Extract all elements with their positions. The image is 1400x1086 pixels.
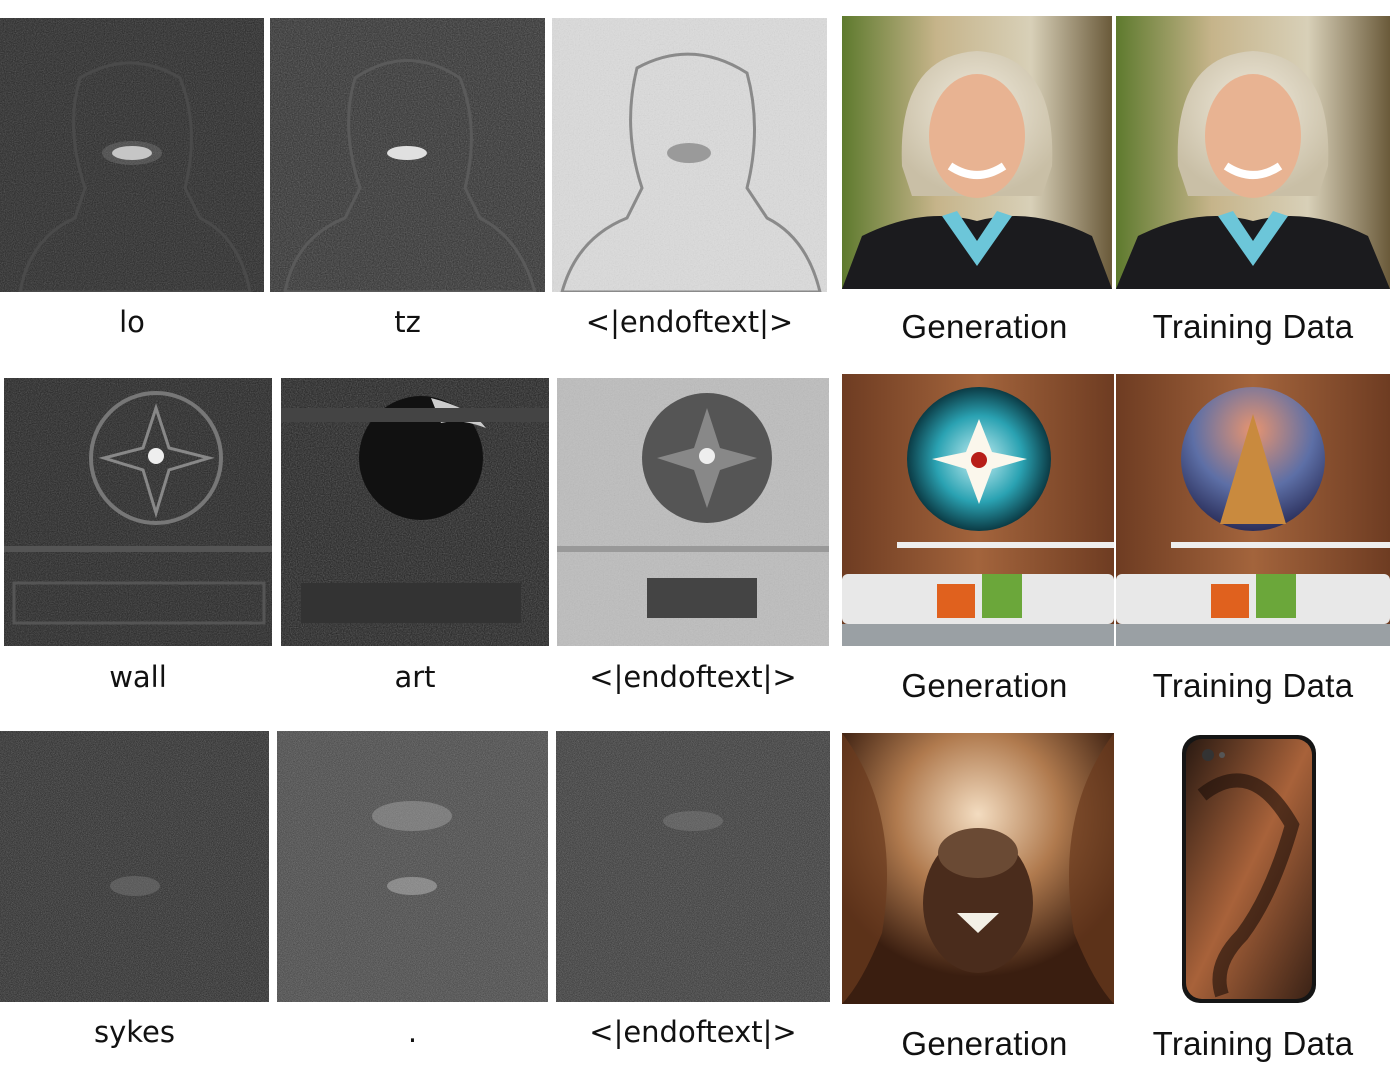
generation-image-wall-art [842, 374, 1114, 646]
training-image-phone-case [1182, 735, 1316, 1003]
attention-map-endoftext [556, 731, 830, 1002]
token-label-art: art [394, 660, 436, 694]
token-label-endoftext: <|endoftext|> [585, 305, 794, 339]
training-data-label: Training Data [1152, 1025, 1354, 1062]
training-data-label: Training Data [1152, 308, 1354, 345]
attention-map-endoftext [552, 18, 827, 292]
attention-map-sykes [0, 731, 269, 1002]
training-image-wall-art [1116, 374, 1390, 646]
attention-map-tz [270, 18, 545, 292]
token-label-endoftext: <|endoftext|> [589, 1015, 797, 1049]
generation-label: Generation [901, 667, 1068, 704]
training-data-label: Training Data [1152, 667, 1354, 704]
attention-map-period [277, 731, 548, 1002]
attention-map-lo [0, 18, 264, 292]
token-label-endoftext: <|endoftext|> [589, 660, 797, 694]
token-label-tz: tz [394, 305, 421, 339]
attention-map-endoftext [557, 378, 829, 646]
generation-label: Generation [901, 1025, 1068, 1062]
token-label-sykes: sykes [94, 1015, 175, 1049]
generation-image-creature [842, 733, 1114, 1004]
generation-label: Generation [901, 308, 1068, 345]
attention-map-wall [4, 378, 272, 646]
token-label-period: . [407, 1015, 418, 1049]
training-image-portrait [1116, 16, 1390, 289]
attention-map-art [281, 378, 549, 646]
generation-image-portrait [842, 16, 1112, 289]
token-label-lo: lo [119, 305, 145, 339]
token-label-wall: wall [109, 660, 167, 694]
